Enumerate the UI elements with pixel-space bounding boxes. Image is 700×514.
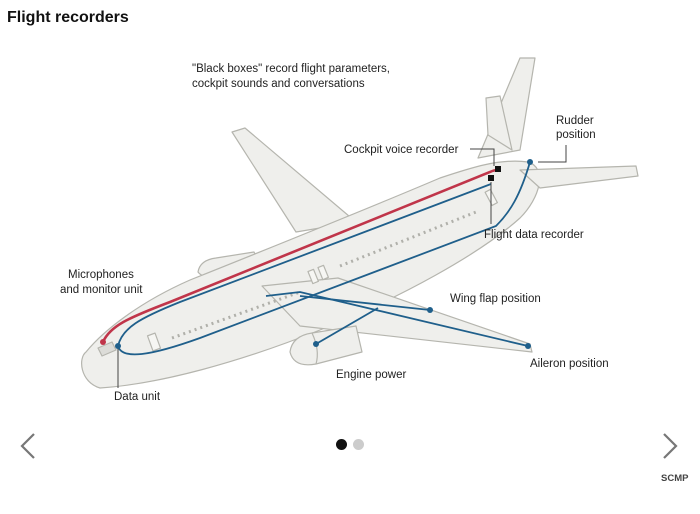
microphone-node: [100, 339, 106, 345]
data-recorder-wiring: [117, 161, 531, 356]
label-rudder-1: Rudder: [556, 115, 594, 127]
cockpit-window: [97, 341, 117, 357]
rudder-node: [527, 159, 533, 165]
far-wing: [231, 127, 357, 233]
label-data-unit: Data unit: [114, 391, 161, 403]
windows-rear: [339, 210, 477, 268]
label-fdr: Flight data recorder: [484, 229, 584, 241]
label-wing-flap: Wing flap position: [450, 293, 541, 305]
data-unit-node: [115, 343, 121, 349]
aileron-node: [525, 343, 531, 349]
wing-door-2: [317, 264, 330, 281]
label-engine: Engine power: [336, 369, 406, 381]
front-door: [146, 332, 162, 352]
intro-line-2: cockpit sounds and conversations: [192, 78, 365, 90]
chevron-left-icon: [20, 433, 35, 459]
airplane: [81, 57, 639, 389]
next-slide-button[interactable]: [658, 430, 682, 462]
chevron-right-icon: [663, 433, 678, 459]
label-rudder-2: position: [556, 129, 596, 141]
label-mic-1: Microphones: [68, 269, 134, 281]
flight-data-recorder-box: [488, 175, 494, 181]
cockpit-voice-recorder-box: [495, 166, 501, 172]
label-mic-2: and monitor unit: [60, 284, 143, 296]
label-aileron: Aileron position: [530, 358, 609, 370]
rudder-leader: [538, 145, 567, 163]
near-engine: [289, 325, 363, 366]
intro-line-1: "Black boxes" record flight parameters,: [192, 63, 390, 75]
page-title: Flight recorders: [7, 9, 129, 26]
engine-node: [313, 341, 319, 347]
label-cvr: Cockpit voice recorder: [344, 144, 459, 156]
cvr-leader: [470, 148, 495, 166]
source-credit: SCMP: [661, 473, 689, 484]
far-horizontal-stabilizer: [485, 95, 513, 151]
prev-slide-button[interactable]: [16, 430, 40, 462]
carousel-dots: [336, 439, 364, 450]
wing-door-1: [307, 268, 320, 285]
carousel-dot-1[interactable]: [336, 439, 347, 450]
carousel-dot-2[interactable]: [353, 439, 364, 450]
near-horizontal-stabilizer: [519, 165, 639, 189]
wing-flap-node: [427, 307, 433, 313]
